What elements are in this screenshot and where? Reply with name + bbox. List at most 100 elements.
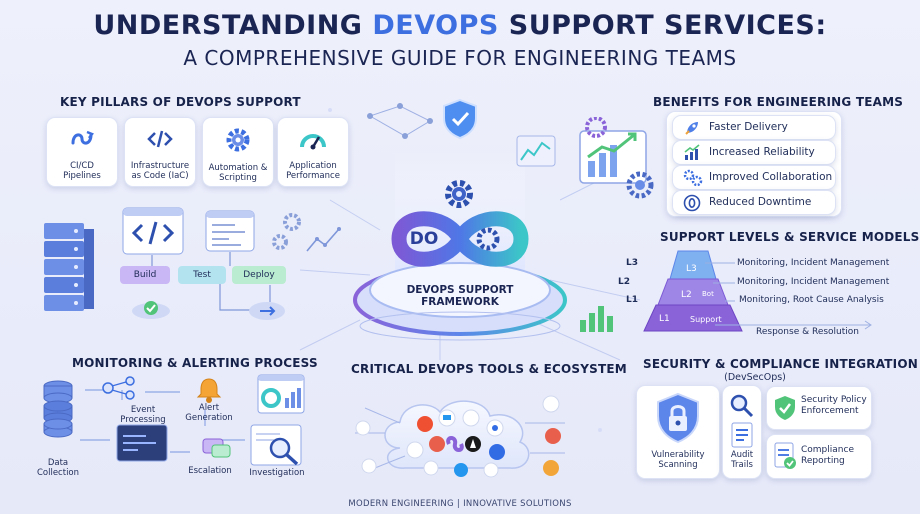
devops-infinity-logo xyxy=(391,211,529,267)
trend-line-icon xyxy=(306,227,341,252)
center-gear-icon xyxy=(445,180,473,208)
security-policy-label: Security Policy Enforcement xyxy=(801,395,867,417)
pipeline-step-test: Test xyxy=(178,266,226,284)
network-nodes-icon xyxy=(367,103,433,139)
investigation-magnifier-icon xyxy=(250,424,302,466)
bar-chart-icon xyxy=(580,306,613,332)
audit-label-2: Trails xyxy=(731,460,753,470)
compliance-label-2: Reporting xyxy=(801,456,845,466)
database-icon xyxy=(43,380,73,438)
step-escalation: Escalation xyxy=(188,466,232,476)
vulnerability-scanning-label: Vulnerability Scanning xyxy=(637,450,719,470)
security-title: SECURITY & COMPLIANCE INTEGRATION xyxy=(643,357,918,371)
footer-tagline: MODERN ENGINEERING | INNOVATIVE SOLUTION… xyxy=(348,499,572,509)
tier-l3-desc: Monitoring, Incident Management xyxy=(737,258,890,268)
benefit-label: Increased Reliability xyxy=(709,146,815,158)
collaboration-gears-icon xyxy=(683,169,703,187)
benefit-reduced-downtime: Reduced Downtime xyxy=(672,190,836,215)
support-levels-footer: Response & Resolution xyxy=(756,327,859,337)
step-alert-generation-2: Generation xyxy=(185,413,233,423)
vulnerability-label-1: Vulnerability xyxy=(651,450,705,460)
code-window-icon xyxy=(122,207,184,255)
monitoring-flow-lines xyxy=(80,389,275,453)
vulnerability-label-2: Scanning xyxy=(658,460,698,470)
policy-label-2: Enforcement xyxy=(801,406,859,416)
support-levels-title: SUPPORT LEVELS & SERVICE MODELS xyxy=(660,230,920,244)
tools-cloud-network xyxy=(355,395,565,478)
step-event-processing-1: Event xyxy=(130,405,156,415)
pillar-automation: Automation &Scripting xyxy=(202,117,274,187)
framework-label-1: DEVOPS SUPPORT xyxy=(406,284,514,296)
pillar-performance-label-1: Application xyxy=(289,161,337,171)
rocket-icon xyxy=(685,122,698,135)
tier-l1-side-label: L1 xyxy=(626,295,638,305)
compliance-label: Compliance Reporting xyxy=(801,445,854,467)
tier-l2-side-label: L2 xyxy=(618,277,630,287)
mini-chart-icon xyxy=(516,135,556,167)
checklist-icon xyxy=(731,422,753,448)
title-part-2: SUPPORT SERVICES: xyxy=(498,10,827,41)
tier-l1-sub: Support xyxy=(690,315,722,324)
pillar-cicd-label-1: CI/CD xyxy=(70,161,94,171)
shield-check-icon xyxy=(775,396,795,420)
audit-label-1: Audit xyxy=(730,450,754,460)
support-pyramid xyxy=(643,250,743,332)
page-subtitle: A COMPREHENSIVE GUIDE FOR ENGINEERING TE… xyxy=(183,46,737,70)
pillar-cicd-label-2: Pipelines xyxy=(63,171,101,181)
policy-label-1: Security Policy xyxy=(801,395,867,405)
analytics-dashboard-icon xyxy=(579,117,654,199)
small-gears-icon xyxy=(272,213,301,250)
step-data-collection-2: Collection xyxy=(36,468,80,478)
pillar-iac-label-2: as Code (IaC) xyxy=(131,171,189,181)
vulnerability-scanning-card: Vulnerability Scanning xyxy=(636,385,720,479)
editor-window-icon xyxy=(205,210,255,252)
gear-icon xyxy=(226,128,250,152)
benefit-label: Faster Delivery xyxy=(709,121,788,133)
security-subtitle: (DevSecOps) xyxy=(724,372,786,383)
pillar-iac-label-1: Infrastructure xyxy=(130,161,190,171)
pillars-title: KEY PILLARS OF DEVOPS SUPPORT xyxy=(60,95,301,109)
benefits-title: BENEFITS FOR ENGINEERING TEAMS xyxy=(653,95,904,109)
benefit-faster-delivery: Faster Delivery xyxy=(672,115,836,140)
server-rack-icon xyxy=(44,223,94,311)
tier-l1-badge: L1 xyxy=(659,314,670,324)
magnifier-icon xyxy=(730,394,754,418)
report-document-icon xyxy=(774,442,796,469)
page-title: UNDERSTANDING DEVOPS SUPPORT SERVICES: xyxy=(0,10,920,41)
audit-trails-label: Audit Trails xyxy=(723,450,761,470)
tier-l3-side-label: L3 xyxy=(626,258,638,268)
framework-label-2: FRAMEWORK xyxy=(421,296,499,308)
checkmark-disk-icon xyxy=(132,301,170,319)
event-processing-icon xyxy=(102,376,135,400)
trend-chart-icon xyxy=(684,144,700,160)
tier-l2-badge: L2 xyxy=(681,290,692,300)
pillar-automation-label-2: Scripting xyxy=(219,173,257,183)
framework-label: DEVOPS SUPPORT FRAMEWORK xyxy=(380,284,540,308)
terminal-window-icon xyxy=(116,424,168,462)
alert-bell-icon xyxy=(196,378,222,403)
code-icon xyxy=(147,130,173,148)
tier-l2-desc: Monitoring, Incident Management xyxy=(737,277,890,287)
chat-bubble-icon xyxy=(202,438,231,458)
title-part-1: UNDERSTANDING xyxy=(93,10,373,41)
pillar-performance-label-2: Performance xyxy=(286,171,340,181)
tier-leader-lines xyxy=(705,262,872,330)
devops-logo-text: DO xyxy=(409,229,439,249)
dashboard-window-icon xyxy=(257,374,305,414)
lock-shield-icon xyxy=(657,392,699,444)
cicd-icon xyxy=(71,130,94,145)
tier-l1-desc: Monitoring, Root Cause Analysis xyxy=(739,295,884,305)
shield-check-icon xyxy=(443,98,477,140)
security-policy-card: Security Policy Enforcement xyxy=(766,386,872,430)
step-alert-generation: Alert Generation xyxy=(178,403,240,423)
tools-title: CRITICAL DEVOPS TOOLS & ECOSYSTEM xyxy=(351,362,627,376)
tier-l3-badge: L3 xyxy=(686,264,697,274)
pillar-automation-label-1: Automation & xyxy=(208,163,268,173)
zero-circle-icon xyxy=(683,194,701,212)
step-data-collection-1: Data xyxy=(47,458,69,468)
gauge-icon xyxy=(300,134,326,150)
monitoring-title: MONITORING & ALERTING PROCESS xyxy=(72,356,318,370)
